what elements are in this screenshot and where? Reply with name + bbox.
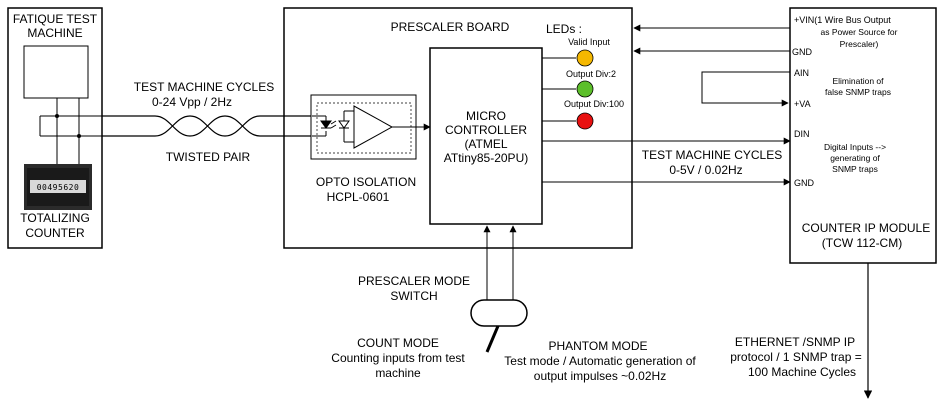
ip-module-title: COUNTER IP MODULE (802, 221, 930, 235)
mcu-label-4: ATtiny85-20PU) (444, 151, 528, 165)
vin-pin-desc-3: Prescaler) (840, 39, 879, 49)
led-output-div100 (576, 112, 594, 130)
ethernet-label-2: protocol / 1 SNMP trap = (730, 350, 862, 364)
junction-dot (55, 114, 59, 118)
ethernet-label-3: 100 Machine Cycles (748, 365, 856, 379)
ip-module-model: (TCW 112-CM) (822, 236, 902, 250)
switch-lever-icon (485, 325, 500, 353)
opto-buffer-amplifier-icon (353, 105, 394, 149)
twisted-pair-cable (102, 115, 312, 137)
microcontroller-block (429, 47, 543, 225)
mode-switch-icon (470, 299, 528, 327)
digital-inputs-label-3: SNMP traps (832, 164, 878, 174)
counter-image (24, 164, 92, 210)
ain-va-loop-wire (701, 71, 790, 107)
totalizing-counter-label: TOTALIZING (20, 211, 90, 225)
output-cycles-label: TEST MACHINE CYCLES (642, 148, 782, 162)
phantom-mode-desc-2: output impulses ~0.02Hz (534, 369, 666, 383)
din-pin-label: DIN (794, 129, 810, 139)
output-cycles-spec: 0-5V / 0.02Hz (669, 163, 742, 177)
elimination-label-1: Elimination of (832, 76, 884, 86)
input-cycles-label: TEST MACHINE CYCLES (134, 80, 274, 94)
vin-pin-desc-2: as Power Source for (820, 27, 897, 37)
gnd-bottom-pin-label: GND (794, 178, 815, 188)
opto-label: OPTO ISOLATION (316, 175, 416, 189)
count-mode-desc-2: machine (375, 366, 421, 380)
digital-inputs-label-2: generating of (830, 153, 880, 163)
count-mode-title: COUNT MODE (357, 336, 439, 350)
prescaler-board-title: PRESCALER BOARD (391, 20, 510, 34)
prescaler-mode-switch-label-2: SWITCH (390, 289, 437, 303)
va-pin-label: +VA (794, 99, 811, 109)
counter-digits: 00495620 (37, 183, 80, 192)
mcu-label-2: CONTROLLER (445, 123, 527, 137)
input-cycles-spec: 0-24 Vpp / 2Hz (152, 95, 232, 109)
elimination-label-2: false SNMP traps (825, 87, 891, 97)
vin-pin-label: +VIN(1 Wire Bus Output (794, 15, 891, 25)
digital-inputs-label-1: Digital Inputs --> (824, 142, 886, 152)
counter-ip-module (789, 7, 937, 264)
phantom-mode-title: PHANTOM MODE (548, 339, 647, 353)
led-valid-input (576, 49, 594, 67)
mcu-label-1: MICRO (466, 109, 506, 123)
phantom-mode-desc-1: Test mode / Automatic generation of (504, 354, 696, 368)
fatigue-machine-title-2: MACHINE (27, 26, 82, 40)
count-mode-desc-1: Counting inputs from test (331, 351, 465, 365)
totalizing-counter-label-2: COUNTER (25, 226, 85, 240)
machine-wires (39, 98, 102, 164)
machine-display-box (23, 45, 89, 99)
opto-part-label: HCPL-0601 (327, 190, 390, 204)
mcu-label-3: (ATMEL (464, 137, 507, 151)
twisted-pair-label: TWISTED PAIR (166, 150, 251, 164)
junction-dot (77, 134, 81, 138)
optocoupler-diode-icon (312, 110, 354, 143)
leds-title: LEDs : (546, 22, 582, 36)
gnd-top-pin-label: GND (792, 47, 813, 57)
led-wires (542, 57, 576, 122)
fatigue-machine-title: FATIQUE TEST (13, 12, 98, 26)
ethernet-label-1: ETHERNET /SNMP IP (735, 335, 855, 349)
ain-pin-label: AIN (794, 68, 809, 78)
prescaler-board (283, 7, 633, 249)
led-label-valid-input: Valid Input (568, 37, 610, 47)
led-label-output-div2: Output Div:2 (566, 69, 616, 79)
led-output-div2 (576, 80, 594, 98)
led-label-output-div100: Output Div:100 (564, 99, 624, 109)
prescaler-mode-switch-label: PRESCALER MODE (358, 274, 470, 288)
